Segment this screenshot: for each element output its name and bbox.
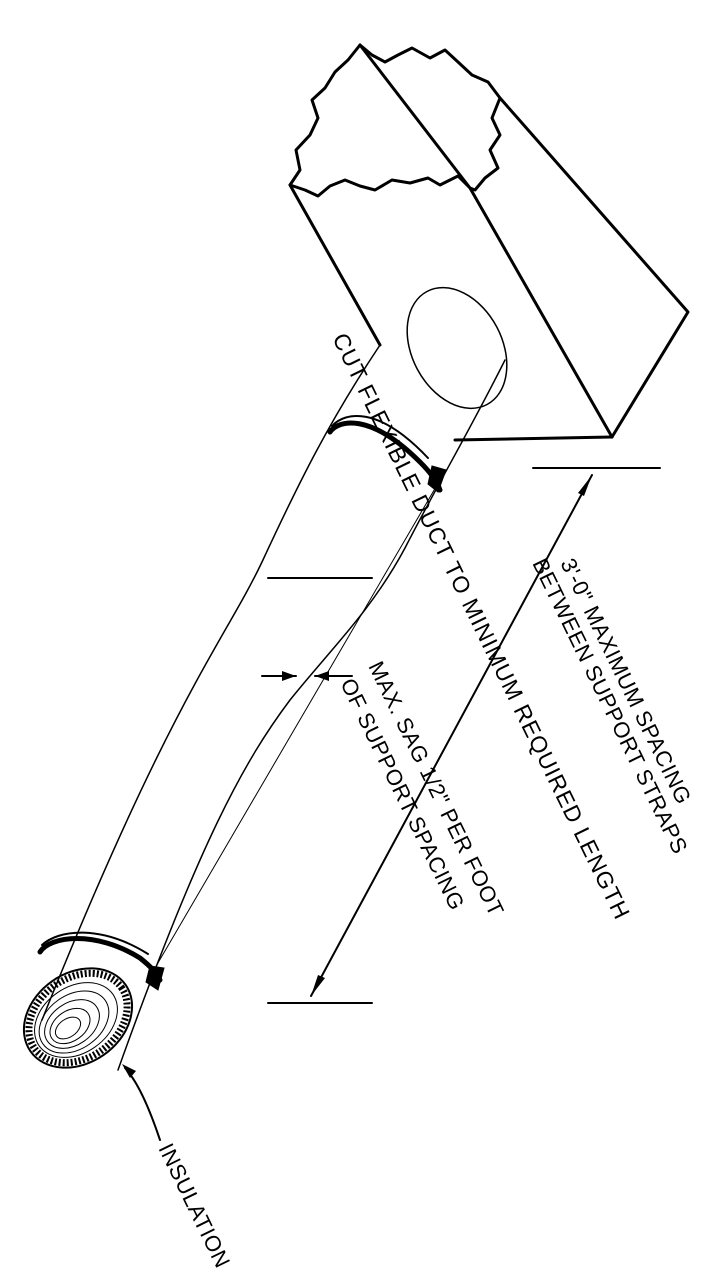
trunk-duct-bottom-edge (288, 183, 382, 347)
sag-reference-line (147, 479, 441, 981)
strap-fastener-lower (145, 965, 165, 991)
duct-connection-collar (406, 286, 508, 410)
trunk-duct-back-edge (498, 96, 690, 439)
dimension-line (310, 474, 593, 997)
flexible-duct-upper-edge (41, 344, 381, 1021)
duct-open-end (22, 967, 134, 1069)
dimension-arrow-bottom (311, 975, 325, 996)
insulation-leader (122, 1064, 161, 1141)
sag-arrow-left (282, 671, 296, 681)
flexible-duct-lower-edge (117, 359, 506, 1071)
support-strap-lower (37, 936, 163, 983)
insulation-leader-line (124, 1067, 161, 1141)
flexible-duct (41, 286, 508, 1071)
rectangular-trunk-duct (288, 43, 690, 442)
insulation-outer-ring (22, 967, 134, 1069)
support-straps (37, 414, 447, 991)
duct-core-ring-2 (38, 990, 110, 1054)
insulation-leader-arrow (122, 1064, 136, 1078)
support-strap-lower-inner (41, 931, 149, 955)
trunk-duct-broken-end (288, 43, 502, 198)
spacing-label-line2: BETWEEN SUPPORT STRAPS (528, 554, 693, 858)
duct-core-ring-5 (54, 1016, 82, 1040)
trunk-duct-lower-edge (453, 435, 614, 442)
duct-core-ring-3 (44, 999, 100, 1049)
spacing-dimension (267, 467, 661, 1004)
dimension-arrow-top (578, 475, 592, 496)
trunk-duct-top-edge (358, 43, 614, 439)
insulation-label: INSULATION (154, 1139, 236, 1272)
insulation-hatched-band (25, 969, 131, 1067)
spacing-label-line1: 3'-0" MAXIMUM SPACING (556, 554, 697, 808)
support-strap-upper-inner (331, 414, 429, 459)
sag-arrow-right (315, 671, 329, 681)
strap-fastener-upper (427, 465, 447, 493)
sag-dimension (261, 671, 353, 681)
duct-core-ring-1 (34, 982, 118, 1058)
duct-core-ring-4 (49, 1007, 91, 1045)
